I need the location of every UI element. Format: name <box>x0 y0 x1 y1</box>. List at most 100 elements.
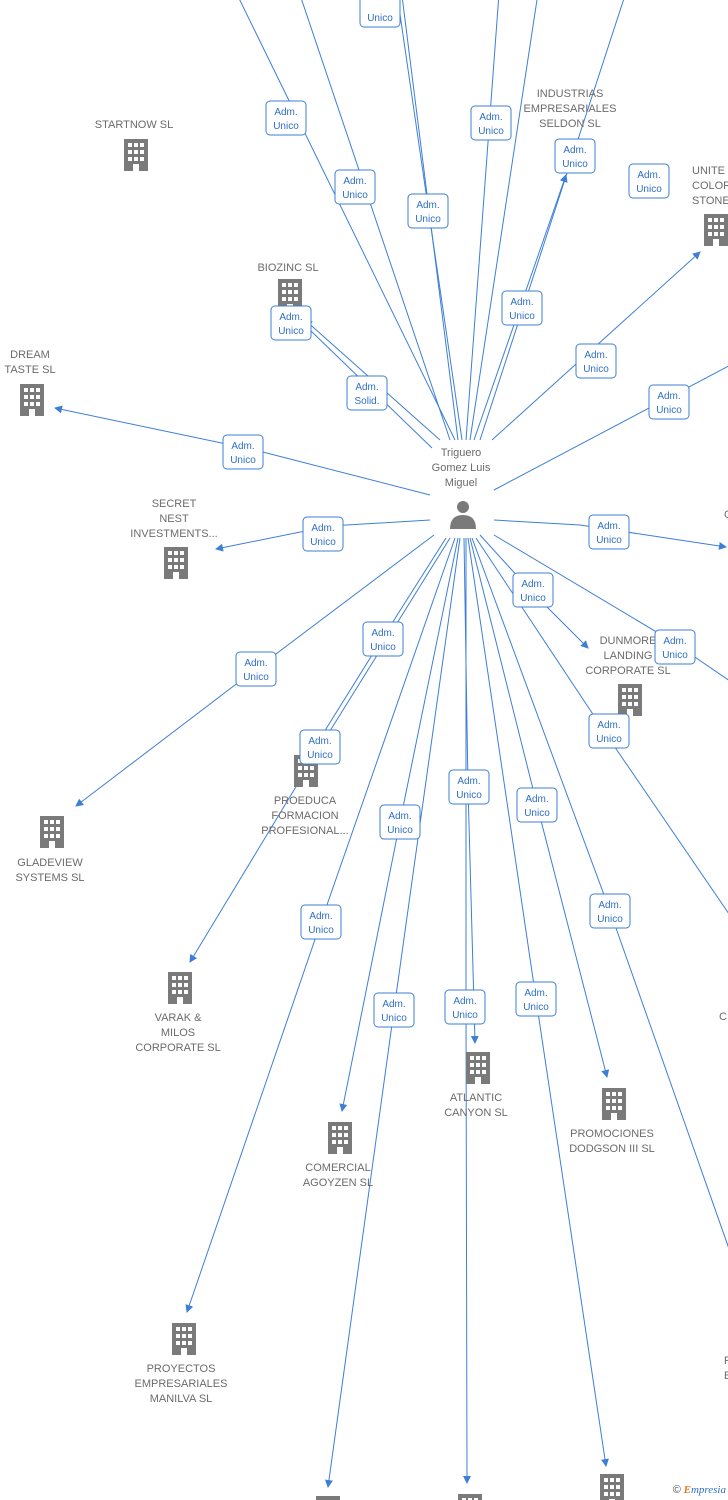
edge-label-text: Unico <box>562 159 588 170</box>
edge-label-box <box>346 375 388 411</box>
edge-label-e_proeduca1[interactable]: Adm.Unico <box>362 621 404 657</box>
company-node-bottom_1[interactable] <box>316 1496 340 1500</box>
edge-label-e_rightc[interactable]: Adm.Unico <box>588 713 630 749</box>
edge-label-text: Unico <box>370 642 396 653</box>
edge-label-e_united2[interactable]: Adm.Unico <box>575 343 617 379</box>
edge-label-text: Adm. <box>279 312 302 323</box>
edge-label-text: Adm. <box>382 999 405 1010</box>
company-name-line: DUNMORE <box>600 635 657 647</box>
edge-label-text: Adm. <box>563 145 586 156</box>
edge-label-box <box>515 981 557 1017</box>
building-icon <box>458 1494 482 1500</box>
edge-label-text: Unico <box>308 925 334 936</box>
edge-label-text: Unico <box>452 1010 478 1021</box>
edge-label-text: Adm. <box>308 736 331 747</box>
edge-label-text: Adm. <box>663 636 686 647</box>
edge-label-box <box>628 163 670 199</box>
edge-label-e_top3[interactable]: Adm. Unico <box>334 169 376 205</box>
edge-label-e_ind2[interactable]: Adm. Unico <box>554 138 596 174</box>
edge-label-text: Adm. <box>231 441 254 452</box>
edge-label-e_secret[interactable]: Adm.Unico <box>302 516 344 552</box>
edge-label-e_glade[interactable]: Adm.Unico <box>235 651 277 687</box>
edge-label-text: Adm. <box>524 988 547 999</box>
edge-label-text: Adm. <box>479 112 502 123</box>
edge-label-text: Unico <box>273 121 299 132</box>
edge-label-e_dunmore[interactable]: Adm.Unico <box>512 572 554 608</box>
company-node-bottom_2[interactable] <box>458 1494 482 1500</box>
person-name-line: Miguel <box>445 477 477 489</box>
edge-label-e_comercial[interactable]: Adm.Unico <box>379 804 421 840</box>
company-name-line: DODGSON III SL <box>569 1143 655 1155</box>
edge-label-box <box>512 572 554 608</box>
edge-label-e_top4[interactable]: Adm.Unico <box>407 193 449 229</box>
edge-label-box <box>588 713 630 749</box>
edge-label-text: Adm. <box>309 911 332 922</box>
edge-label-text: Unico <box>478 126 504 137</box>
edge-label-e_atl2[interactable]: Adm. Unico <box>444 989 486 1025</box>
company-node-proeduca[interactable]: PROEDUCAFORMACIONPROFESIONAL... <box>261 755 349 837</box>
edge-label-text: Unico <box>523 1002 549 1013</box>
edge-label-e_proy[interactable]: Adm. Unico <box>300 904 342 940</box>
building-icon <box>328 1122 352 1154</box>
edge-label-e_proeduca2[interactable]: Adm.Unico <box>299 729 341 765</box>
edge-label-text: Adm. <box>416 200 439 211</box>
company-name-line: STARTNOW SL <box>95 119 173 131</box>
edge-label-e_b1[interactable]: Adm.Unico <box>373 992 415 1028</box>
edge-label-box <box>554 138 596 174</box>
edge-label-e_right1[interactable]: Adm.Unico <box>648 384 690 420</box>
edge-label-box <box>448 769 490 805</box>
edge-label-box <box>334 169 376 205</box>
company-node-right_c[interactable]: C <box>719 1011 727 1023</box>
edge-label-text: Unico <box>342 190 368 201</box>
edge-label-e_top1[interactable]: Unico <box>359 0 401 28</box>
edge-label-e_united[interactable]: Adm.Unico <box>628 163 670 199</box>
edge-label-e_top5[interactable]: Adm. Unico <box>470 105 512 141</box>
edge-label-text: Adm. <box>343 176 366 187</box>
edge-label-e_rightpb[interactable]: Adm.Unico <box>589 893 631 929</box>
edge-label-e_b3[interactable]: Adm. Unico <box>515 981 557 1017</box>
company-node-secret[interactable]: SECRETNESTINVESTMENTS... <box>130 498 218 579</box>
company-node-biozinc[interactable]: BIOZINC SL <box>257 262 319 311</box>
edge-label-e_atl1[interactable]: Adm.Unico <box>448 769 490 805</box>
edge-label-e_right2[interactable]: Adm. Unico <box>654 629 696 665</box>
edge-label-e_biozinc[interactable]: Adm.Unico <box>270 305 312 341</box>
building-icon <box>618 684 642 716</box>
edge-label-box <box>222 434 264 470</box>
edge-label-text: Unico <box>597 914 623 925</box>
edge-label-e_promo[interactable]: Adm.Unico <box>516 787 558 823</box>
edge-label-e_ind[interactable]: Adm.Unico <box>501 290 543 326</box>
company-node-right_pb[interactable]: PB <box>724 1355 728 1382</box>
edge-label-text: Unico <box>662 650 688 661</box>
company-name-line: COMERCIAL <box>305 1162 370 1174</box>
company-node-bottom_3[interactable] <box>600 1474 624 1500</box>
edge-label-e_top2[interactable]: Adm.Unico <box>265 100 307 136</box>
edge-label-e_solid[interactable]: Adm.Solid. <box>346 375 388 411</box>
person-icon <box>457 501 469 513</box>
brand-credit: © Empresia <box>673 1484 726 1496</box>
company-node-startnow[interactable]: STARTNOW SL <box>95 119 173 171</box>
edge-label-text: Unico <box>367 13 393 24</box>
company-name-line: PROFESIONAL... <box>261 825 348 837</box>
person-name-line: Triguero <box>441 447 482 459</box>
building-icon <box>40 816 64 848</box>
edge-label-text: Adm. <box>453 996 476 1007</box>
company-node-right_g[interactable]: G <box>724 509 728 521</box>
company-name-line: LANDING <box>604 650 653 662</box>
building-icon <box>172 1323 196 1355</box>
edge-label-text: Unico <box>596 734 622 745</box>
edge-label-e_dream[interactable]: Adm.Unico <box>222 434 264 470</box>
edge-label-e_g[interactable]: Adm.Unico <box>588 514 630 550</box>
company-name-line: P <box>724 1355 728 1367</box>
